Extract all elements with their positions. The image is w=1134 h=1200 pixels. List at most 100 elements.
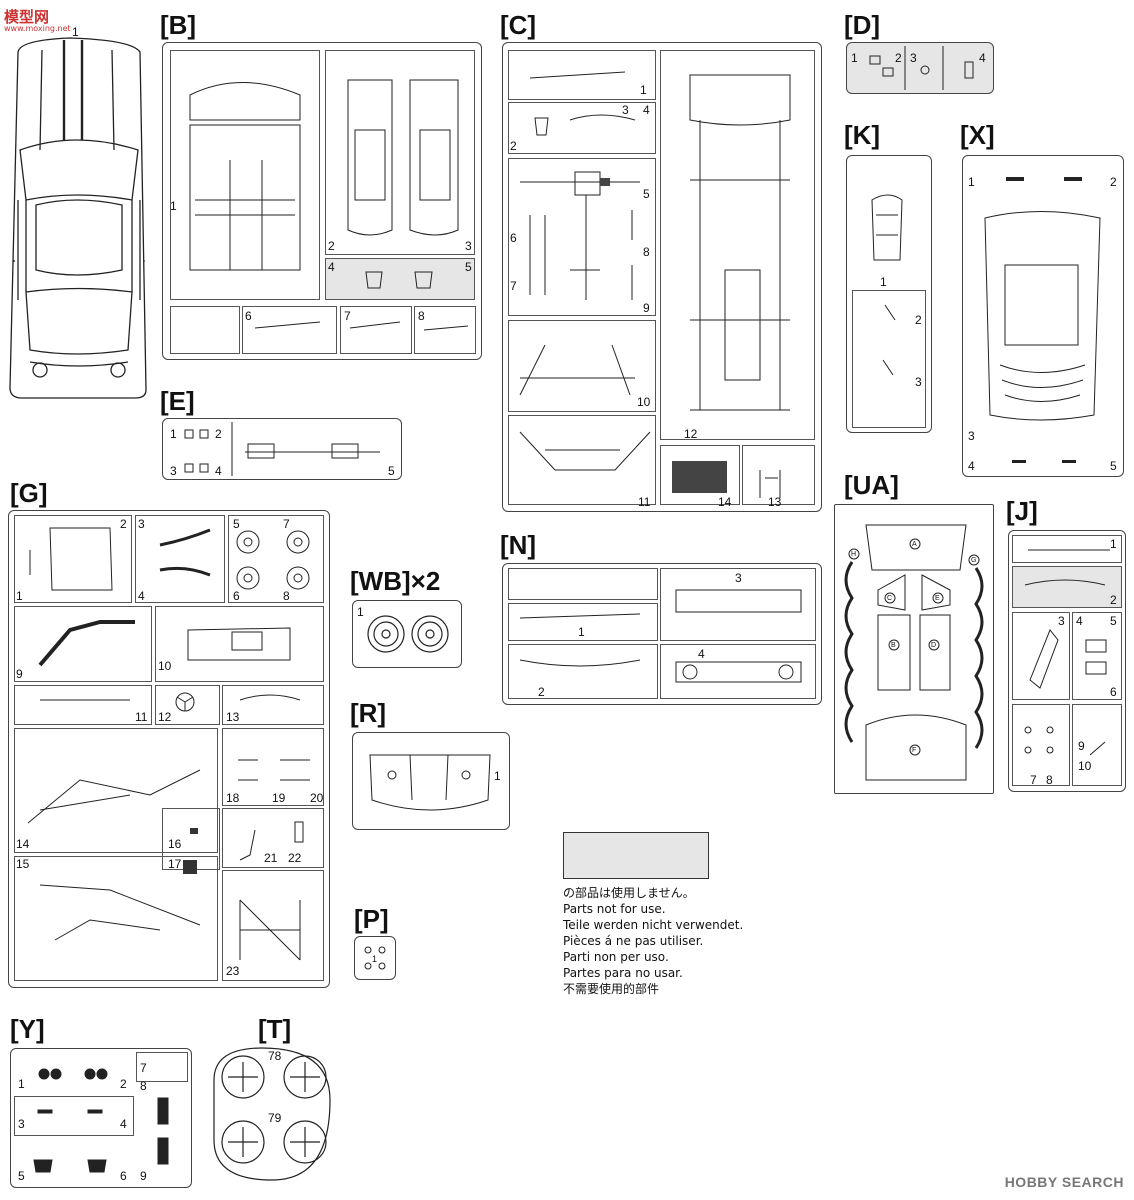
g-part-2: 2 xyxy=(120,517,127,531)
d-part-4: 4 xyxy=(979,51,986,65)
sprue-n-part3-frame xyxy=(660,568,816,641)
t-part-79: 79 xyxy=(268,1111,282,1125)
g-part-6: 6 xyxy=(233,589,240,603)
sprue-j-part7-8-frame xyxy=(1012,704,1070,786)
y-part-4: 4 xyxy=(120,1117,127,1131)
sprue-b-part6-frame xyxy=(242,306,337,354)
g-part-5: 5 xyxy=(233,517,240,531)
sprue-y-part7-frame xyxy=(136,1052,188,1082)
g-part-14: 14 xyxy=(16,837,30,851)
n-part-2: 2 xyxy=(538,685,545,699)
unused-parts-swatch xyxy=(563,832,709,879)
sprue-d xyxy=(846,42,994,94)
car-part-number: 1 xyxy=(72,25,79,39)
ua-decal-c: C xyxy=(887,595,893,602)
y-part-5: 5 xyxy=(18,1169,25,1183)
sprue-c-part13-frame xyxy=(742,445,815,505)
g-part-8: 8 xyxy=(283,589,290,603)
g-part-10: 10 xyxy=(158,659,172,673)
ua-decal-f: F xyxy=(912,747,917,754)
j-part-5: 5 xyxy=(1110,614,1117,628)
sprue-g-part21-22-frame xyxy=(222,808,324,868)
y-part-9: 9 xyxy=(140,1169,147,1183)
sprue-c-part10-frame xyxy=(508,320,656,412)
sprue-j-part9-10-frame xyxy=(1072,704,1122,786)
g-part-21: 21 xyxy=(264,851,278,865)
g-part-22: 22 xyxy=(288,851,302,865)
t-part-78: 78 xyxy=(268,1049,282,1063)
x-part-4: 4 xyxy=(968,459,975,473)
sprue-c-part1-frame xyxy=(508,50,656,100)
sprue-g-part9-frame xyxy=(14,606,152,682)
j-part-8: 8 xyxy=(1046,773,1053,787)
sprue-j-part3-frame xyxy=(1012,612,1070,700)
sprue-j-part4-6-frame xyxy=(1072,612,1122,700)
c-part-12: 12 xyxy=(684,427,698,441)
g-part-16: 16 xyxy=(168,837,182,851)
sprue-g-rollbar-14-frame xyxy=(14,728,218,853)
sprue-header-t: [T] xyxy=(258,1014,292,1044)
k-part-1: 1 xyxy=(880,275,887,289)
legend-jp: の部品は使用しません。 xyxy=(563,886,695,900)
g-part-4: 4 xyxy=(138,589,145,603)
wb-part-1: 1 xyxy=(357,605,364,619)
legend-de: Teile werden nicht verwendet. xyxy=(563,918,744,932)
sprue-b-small-panel xyxy=(170,306,240,354)
c-part-1: 1 xyxy=(640,83,647,97)
sprue-header-b: [B] xyxy=(160,10,197,40)
b-part-2: 2 xyxy=(328,239,335,253)
n-part-4: 4 xyxy=(698,647,705,661)
sprue-g-rollbar-15-frame xyxy=(14,856,218,981)
legend-es: Partes para no usar. xyxy=(563,966,683,980)
sprue-header-x: [X] xyxy=(960,120,995,150)
sprue-c-part2-4-frame xyxy=(508,102,656,154)
c-part-10: 10 xyxy=(637,395,651,409)
c-part-11: 11 xyxy=(638,495,651,509)
legend-fr: Pièces á ne pas utiliser. xyxy=(563,934,704,948)
sprue-p xyxy=(354,936,396,980)
g-part-18: 18 xyxy=(226,791,240,805)
n-part-3: 3 xyxy=(735,571,742,585)
c-part-7: 7 xyxy=(510,279,517,293)
legend-zh: 不需要使用的部件 xyxy=(563,982,660,996)
c-part-2: 2 xyxy=(510,139,517,153)
y-part-6: 6 xyxy=(120,1169,127,1183)
x-part-2: 2 xyxy=(1110,175,1117,189)
c-part-4: 4 xyxy=(643,103,650,117)
sprue-header-e: [E] xyxy=(160,386,195,416)
j-part-1: 1 xyxy=(1110,537,1117,551)
n-part-1: 1 xyxy=(578,625,585,639)
sprue-header-ua: [UA] xyxy=(844,470,899,500)
sprue-b-unused-parts xyxy=(325,258,475,300)
g-part-20: 20 xyxy=(310,791,324,805)
sprue-header-j: [J] xyxy=(1006,496,1038,526)
sprue-header-wb: [WB]×2 xyxy=(350,566,441,596)
ua-decal-d: D xyxy=(931,642,937,649)
sprue-n-top-left-frame xyxy=(508,568,658,600)
y-part-3: 3 xyxy=(18,1117,25,1131)
g-part-23: 23 xyxy=(226,964,240,978)
g-part-17: 17 xyxy=(168,857,182,871)
g-part-7: 7 xyxy=(283,517,290,531)
c-part-14: 14 xyxy=(718,495,732,509)
sprue-b xyxy=(162,42,482,360)
sprue-header-p: [P] xyxy=(354,904,389,934)
sprue-g-part13-frame xyxy=(222,685,324,725)
j-part-9: 9 xyxy=(1078,739,1085,753)
sprue-header-n: [N] xyxy=(500,530,537,560)
y-part-8: 8 xyxy=(140,1079,147,1093)
sprue-c-chassis-frame xyxy=(660,50,815,440)
sprue-g-part23-frame xyxy=(222,870,324,981)
j-part-2: 2 xyxy=(1110,593,1117,607)
sprue-g-part1-2-frame xyxy=(14,515,132,603)
sprue-wb xyxy=(352,600,462,668)
sprue-g-part11-frame xyxy=(14,685,152,725)
